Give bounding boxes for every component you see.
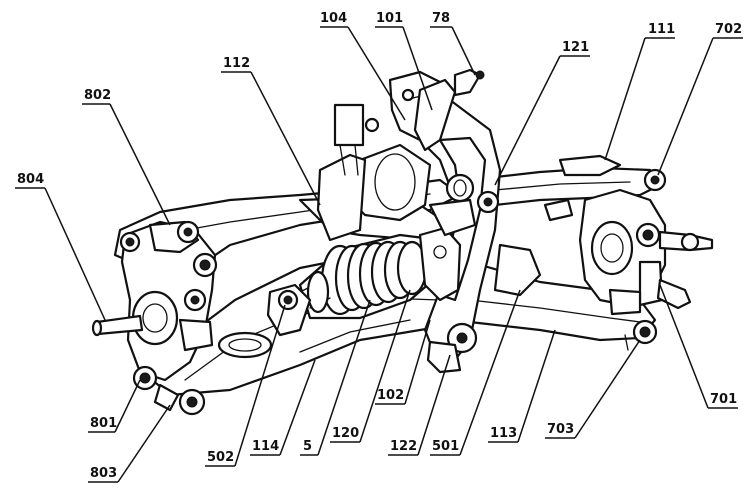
label-804: 804 (17, 172, 44, 187)
label-104: 104 (320, 11, 347, 26)
label-111: 111 (648, 22, 675, 37)
label-703: 703 (547, 422, 574, 437)
joints (426, 173, 574, 374)
label-120: 120 (332, 426, 359, 441)
reference-labels: 104 101 78 121 111 702 112 802 804 801 8… (17, 11, 742, 481)
left-knuckle (91, 220, 218, 416)
label-122: 122 (390, 439, 417, 454)
label-501: 501 (432, 439, 459, 454)
label-114: 114 (252, 439, 279, 454)
label-102: 102 (377, 388, 404, 403)
label-78: 78 (432, 11, 450, 26)
label-113: 113 (490, 426, 517, 441)
label-112: 112 (223, 56, 250, 71)
label-121: 121 (562, 40, 589, 55)
label-702: 702 (715, 22, 742, 37)
label-5: 5 (303, 439, 312, 454)
label-101: 101 (376, 11, 403, 26)
label-502: 502 (207, 450, 234, 465)
label-803: 803 (90, 466, 117, 481)
label-802: 802 (84, 88, 111, 103)
leader-lines (15, 26, 743, 483)
shock-absorber (266, 226, 462, 337)
label-701: 701 (710, 392, 737, 407)
label-801: 801 (90, 416, 117, 431)
